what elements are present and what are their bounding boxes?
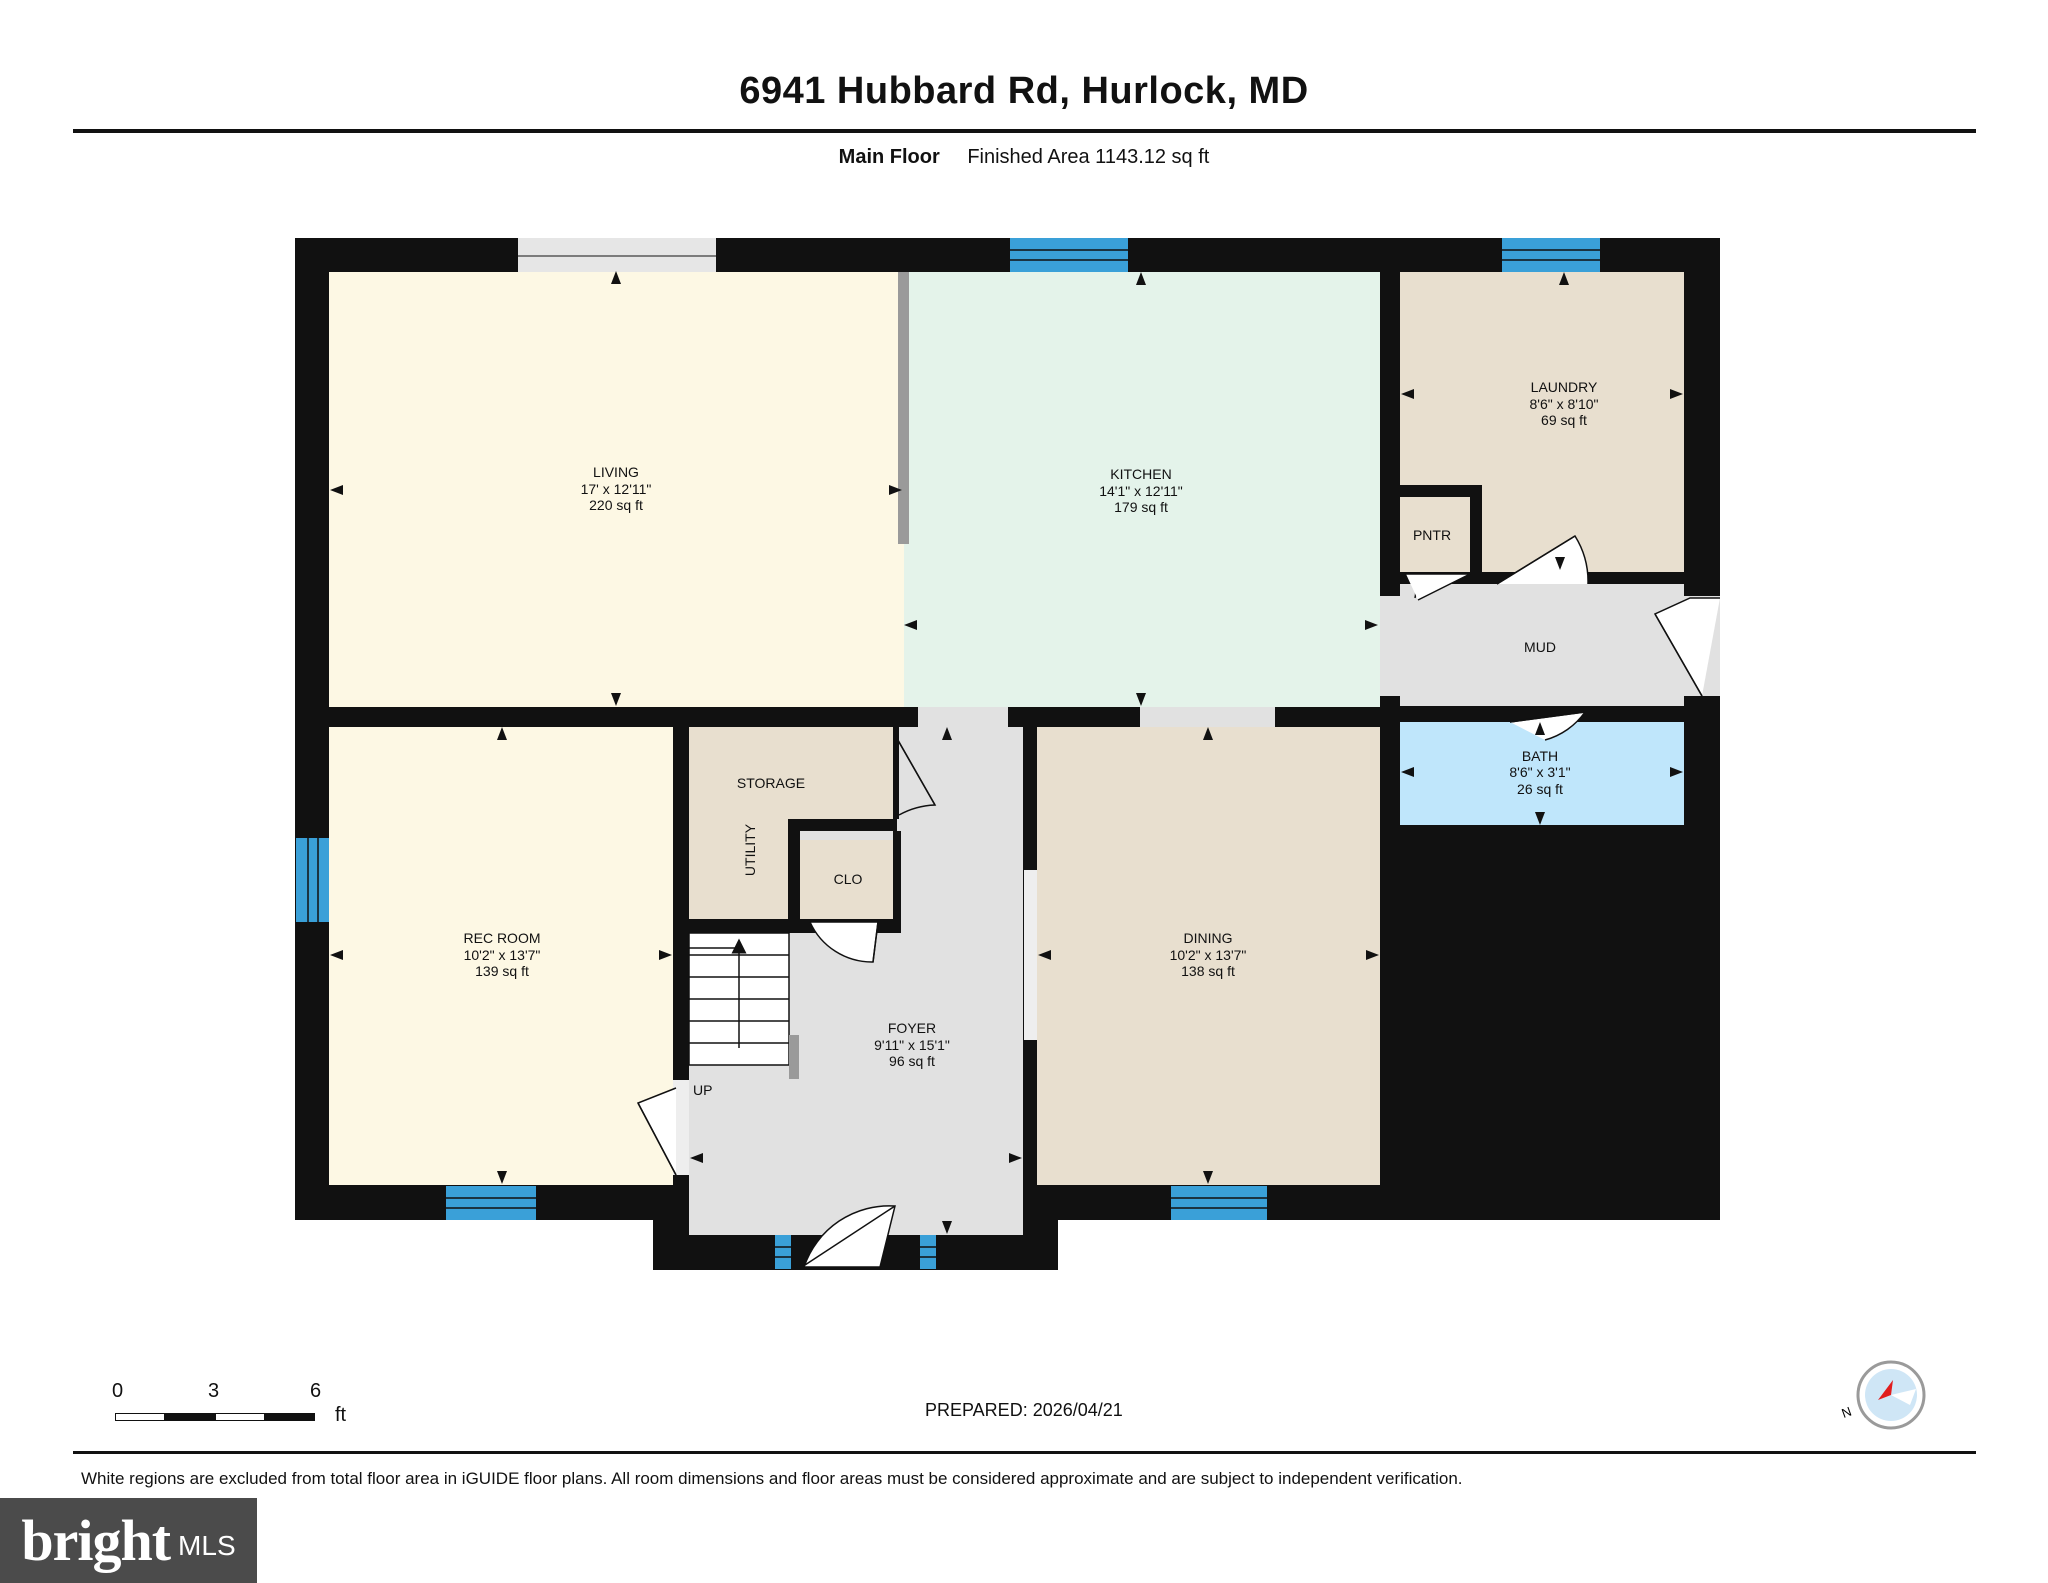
scale-segment: [115, 1413, 165, 1421]
disclaimer-text: White regions are excluded from total fl…: [81, 1469, 1463, 1488]
pantry-label: PNTR: [1413, 527, 1451, 543]
living-room-area-text: 220 sq ft: [589, 497, 643, 513]
windows: [296, 238, 1600, 1269]
stairs-up-label: UP: [693, 1082, 712, 1098]
bright-mls-logo: bright MLS: [0, 1498, 257, 1583]
staircase: [688, 932, 799, 1079]
bath-label: BATH: [1522, 748, 1558, 764]
laundry-label: LAUNDRY: [1531, 379, 1598, 395]
dining-area: [1037, 727, 1380, 1185]
storage-label: STORAGE: [737, 775, 805, 791]
door-swings: [636, 534, 1720, 1268]
rec-room-area-text: 139 sq ft: [475, 963, 529, 979]
room-labels: LIVING 17' x 12'11" 220 sq ft KITCHEN 14…: [464, 379, 1599, 1098]
mud-area: [1400, 584, 1720, 706]
scale-unit: ft: [335, 1404, 347, 1426]
kitchen-area-text: 179 sq ft: [1114, 499, 1168, 515]
bath-area: [1400, 722, 1684, 825]
pantry-area: [1400, 500, 1470, 572]
floor-summary: Main Floor Finished Area 1143.12 sq ft: [0, 146, 2048, 169]
floor-label: Main Floor: [838, 146, 940, 168]
compass-north-label: N: [1840, 1404, 1854, 1421]
header-rule: [73, 129, 1976, 133]
logo-brand: bright: [21, 1508, 171, 1573]
finished-area: Finished Area 1143.12 sq ft: [967, 146, 1210, 168]
rec-room-dims: 10'2" x 13'7": [464, 947, 541, 963]
bath-dims: 8'6" x 3'1": [1509, 764, 1570, 780]
compass-icon: N: [1838, 1358, 1938, 1438]
bath-area-text: 26 sq ft: [1517, 781, 1563, 797]
dining-dims: 10'2" x 13'7": [1170, 947, 1247, 963]
living-room-dims: 17' x 12'11": [581, 481, 652, 497]
scale-tick-0: 0: [112, 1380, 124, 1402]
footer-rule: [73, 1451, 1976, 1454]
dining-label: DINING: [1184, 930, 1233, 946]
laundry-dims: 8'6" x 8'10": [1530, 396, 1599, 412]
living-room-label: LIVING: [593, 464, 639, 480]
logo-suffix: MLS: [178, 1529, 236, 1561]
mud-label: MUD: [1524, 639, 1556, 655]
utility-label: UTILITY: [742, 823, 758, 876]
dimension-arrows: [330, 271, 1683, 1234]
foyer-area-text: 96 sq ft: [889, 1053, 935, 1069]
kitchen-label: KITCHEN: [1110, 466, 1171, 482]
kitchen-area: [904, 272, 1380, 707]
prepared-date: PREPARED: 2026/04/21: [925, 1400, 1123, 1420]
dining-area-text: 138 sq ft: [1181, 963, 1235, 979]
foyer-dims: 9'11" x 15'1": [874, 1037, 950, 1053]
scale-tick-6: 6: [310, 1380, 322, 1402]
scale-segment: [215, 1413, 265, 1421]
scale-segment: [265, 1413, 315, 1421]
scale-segment: [165, 1413, 215, 1421]
scale-bar: 0 3 6 ft: [112, 1380, 372, 1440]
foyer-label: FOYER: [888, 1020, 936, 1036]
property-title: 6941 Hubbard Rd, Hurlock, MD: [739, 70, 1309, 112]
scale-tick-3: 3: [208, 1380, 220, 1402]
kitchen-dims: 14'1" x 12'11": [1099, 483, 1183, 499]
living-room-area: [329, 272, 904, 707]
laundry-area-text: 69 sq ft: [1541, 412, 1587, 428]
foyer-upper-area: [901, 727, 1023, 933]
rec-room-area: [329, 727, 673, 1185]
closet-label: CLO: [834, 871, 863, 887]
rec-room-label: REC ROOM: [464, 930, 541, 946]
